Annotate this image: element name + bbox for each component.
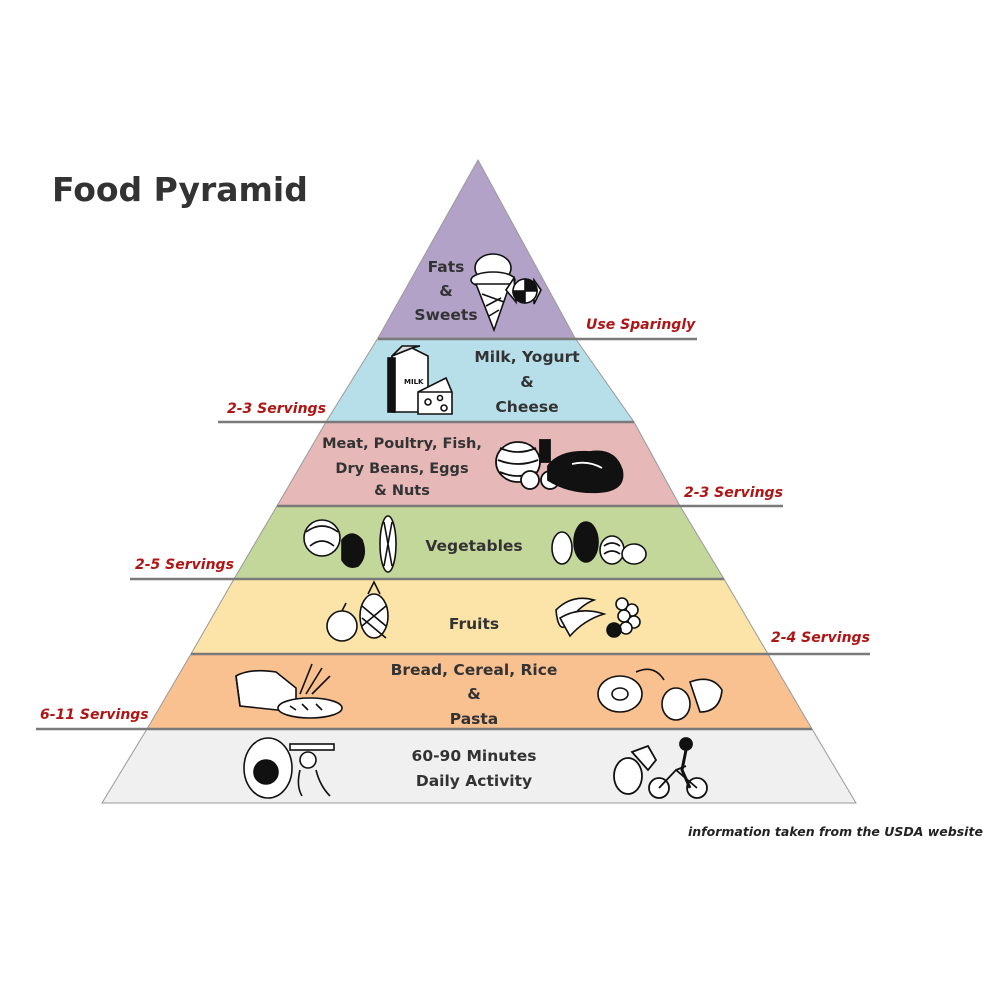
source-note: information taken from the USDA website	[688, 824, 983, 839]
level-label-vegetables: Vegetables	[425, 537, 522, 555]
level-label-protein: Meat, Poultry, Fish,Dry Beans, Eggs& Nut…	[322, 436, 482, 499]
serving-label-fruits: 2-4 Servings	[771, 630, 870, 646]
level-label-dairy: Milk, Yogurt&Cheese	[474, 348, 580, 416]
serving-label-dairy: 2-3 Servings	[227, 401, 326, 417]
candy-icon	[505, 275, 542, 305]
serving-label-vegetables: 2-5 Servings	[135, 557, 234, 573]
banana-grapes-icon	[555, 597, 641, 638]
ice-cream-icon	[470, 253, 516, 333]
level-label-fats-sweets: Fats&Sweets	[414, 258, 477, 324]
cheese-icon	[417, 376, 453, 415]
apple-pineapple-icon	[326, 580, 389, 642]
level-activity	[101, 728, 857, 804]
level-label-fruits: Fruits	[449, 615, 499, 633]
svg-text:MILK: MILK	[404, 378, 424, 386]
weightlifter-icon	[243, 737, 335, 799]
serving-label-protein: 2-3 Servings	[684, 485, 783, 501]
steak-icon	[547, 450, 624, 494]
bread-wheat-icon	[235, 663, 343, 719]
cabbage-pepper-corn-icon	[303, 515, 397, 573]
level-label-grains: Bread, Cereal, Rice&Pasta	[391, 661, 558, 728]
eggplant-onion-icon	[551, 521, 647, 565]
serving-label-grains: 6-11 Servings	[40, 707, 149, 723]
pretzel-bagel-icon	[597, 668, 723, 721]
serving-label-fats-sweets: Use Sparingly	[586, 317, 696, 333]
page-title: Food Pyramid	[52, 170, 308, 209]
cyclist-icon	[613, 737, 708, 799]
